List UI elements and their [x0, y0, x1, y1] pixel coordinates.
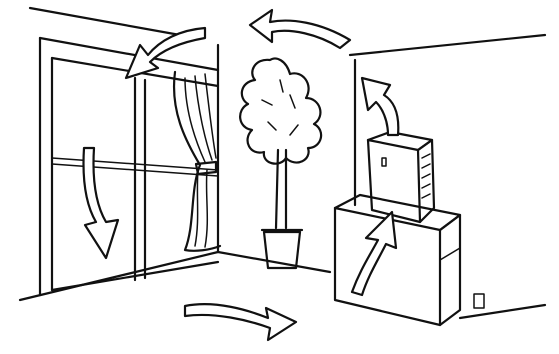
floor-edge-right [458, 303, 547, 320]
arrow-ceiling-left-icon [248, 8, 352, 50]
purifier-indicator [381, 157, 387, 167]
air-purifier [366, 130, 436, 224]
window [38, 36, 220, 297]
curtain-tie [194, 160, 218, 176]
tree-foliage [239, 57, 323, 165]
airflow-arrows [82, 8, 400, 342]
arrow-up-from-purifier-icon [360, 76, 400, 137]
ceiling-edge-left [28, 6, 182, 37]
ceiling-edge-right [348, 33, 547, 57]
arrow-into-purifier-icon [350, 210, 398, 297]
tree-trunk [274, 148, 288, 230]
floor-edge-left [18, 250, 220, 302]
curtain [173, 70, 222, 252]
room-walls [18, 6, 547, 320]
arrow-window-down-icon [82, 146, 120, 260]
arrow-left-down-icon [124, 26, 207, 80]
cabinet [333, 193, 462, 327]
purifier-vents [421, 153, 431, 199]
wall-outlet [473, 293, 485, 309]
floor-edge-back [216, 250, 332, 274]
potted-tree [239, 57, 323, 270]
tree-pot [262, 230, 302, 270]
arrow-floor-right-icon [183, 303, 298, 342]
